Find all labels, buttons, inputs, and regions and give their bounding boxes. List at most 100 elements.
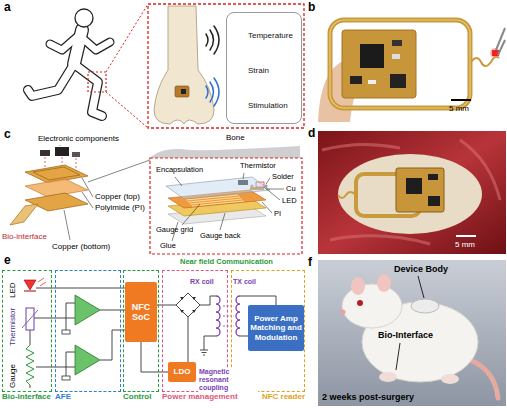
inset-frame <box>150 158 302 254</box>
leader-lines-c <box>60 145 150 240</box>
rat-ear <box>351 277 365 295</box>
tissue-texture <box>322 140 500 244</box>
rx-coil <box>216 296 220 336</box>
coil-trace <box>33 167 80 180</box>
rat-leg <box>379 372 397 382</box>
callout-label: Bone <box>226 133 245 142</box>
serpentine-wire <box>471 57 499 66</box>
resistors <box>62 330 70 380</box>
callout-label: Gauge back <box>200 232 240 241</box>
encapsulation-layer <box>166 177 270 199</box>
gauge-resistor <box>26 345 34 385</box>
exposed-bone <box>338 154 482 234</box>
box-label: LDO <box>174 367 191 376</box>
antenna-coil <box>330 20 470 108</box>
phone-screen: TemperatureStrainStimulation <box>226 12 302 124</box>
panel-letter: e <box>4 254 11 268</box>
rat-ear <box>377 274 391 292</box>
zoom-box <box>88 72 106 92</box>
coupling-field <box>223 306 234 326</box>
callout-label: Copper (top) <box>95 192 140 201</box>
panel-letter: f <box>308 256 312 270</box>
callout-label: LED <box>282 197 297 206</box>
group-box: AFE <box>55 270 121 392</box>
box-label: Stimulation <box>248 101 301 111</box>
callout-label: PI <box>274 210 281 219</box>
panel-letter: b <box>308 1 315 15</box>
callout-label: Bio-interface <box>2 232 47 241</box>
callout-label: Device Body <box>394 264 448 274</box>
callout-label: Gauge <box>8 364 17 388</box>
group-box: ControlNFC SoC <box>123 270 159 392</box>
implanted-device-bump <box>411 299 439 313</box>
rat-eye <box>357 300 363 306</box>
rat-photo <box>318 260 506 406</box>
wireless-waves <box>206 26 219 106</box>
zoom-frame <box>148 4 304 128</box>
leader-lines-f <box>396 276 424 370</box>
implant-chips <box>406 174 440 206</box>
bio-interface-strip <box>10 204 38 225</box>
callout-label: Polyimide (PI) <box>95 203 145 212</box>
callout-label: Electronic components <box>38 134 119 143</box>
callout-label: Solder <box>272 173 294 182</box>
implant-board <box>396 168 444 212</box>
callout-label: Glue <box>160 242 176 251</box>
callout-label: TX coil <box>233 278 256 286</box>
implant-chip <box>181 89 186 94</box>
surgery-photo <box>318 131 506 254</box>
femur-bone <box>154 6 214 124</box>
group-label: Control <box>123 392 151 401</box>
group-label: AFE <box>55 392 71 401</box>
group-label: NFC reader <box>262 392 305 401</box>
callout-label: Thermistor <box>240 162 276 171</box>
callout-label: Gauge grid <box>156 226 193 235</box>
rat-tail <box>470 360 498 398</box>
smd-components <box>350 40 406 88</box>
scale-label: 5 mm <box>449 104 469 113</box>
circuit-board <box>342 30 416 98</box>
panel-letter: c <box>4 128 11 142</box>
rat-head <box>342 284 402 328</box>
callout-label: RX coil <box>190 278 214 286</box>
callout-label: Cu <box>286 185 296 194</box>
callout-label: 2 weeks post-surgery <box>322 392 414 402</box>
callout-label: Bio-Interface <box>378 330 433 340</box>
group-label: Power management <box>162 392 238 401</box>
zoom-lines <box>106 4 148 128</box>
scale-bar <box>456 235 476 237</box>
box-label: Temperature <box>248 31 301 41</box>
circuit-wire <box>141 342 168 372</box>
group-label: Bio-interface <box>2 392 51 401</box>
callout-label: LED <box>8 282 17 298</box>
soc-chip <box>360 44 384 68</box>
runner-figure <box>28 9 110 116</box>
chip-box: NFC SoC <box>125 282 157 342</box>
electronic-components <box>40 147 80 157</box>
diode-bridge <box>176 293 200 317</box>
chip-box: LDO <box>168 362 196 382</box>
rat-leg <box>441 374 459 384</box>
callout-label: Near field Communication <box>180 258 273 267</box>
tx-coil <box>236 296 240 336</box>
box-label: Power Amp Matching and Modulation <box>250 314 302 342</box>
panel-letter: d <box>308 127 315 141</box>
scale-bar <box>451 99 471 101</box>
led-symbol <box>24 278 46 291</box>
chip-box: Power Amp Matching and Modulation <box>248 305 304 351</box>
implant-device <box>175 86 189 97</box>
tweezers <box>496 28 505 55</box>
panel-letter: a <box>4 1 11 15</box>
thermistor-symbol <box>22 308 38 330</box>
callout-label: Encapsulation <box>156 166 203 175</box>
antenna-coil-shine <box>330 20 470 108</box>
box-label: NFC SoC <box>127 302 155 323</box>
scale-label: 5 mm <box>455 240 475 249</box>
implant-serpentine <box>338 192 356 198</box>
callout-label: Copper (bottom) <box>52 242 110 251</box>
rat-nose <box>341 310 346 315</box>
op-amps <box>75 295 100 375</box>
box-label: Strain <box>248 66 301 76</box>
callout-label: Thermistor <box>8 308 17 346</box>
